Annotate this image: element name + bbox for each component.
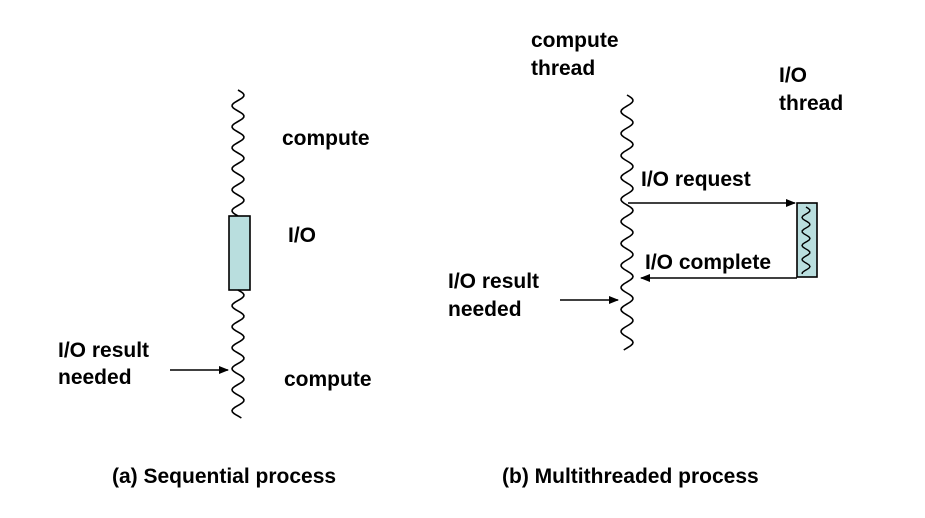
sequential-io-result-label-line2: needed [58, 366, 132, 389]
io-thread-label-line1: I/O [779, 64, 808, 87]
io-complete-label: I/O complete [645, 251, 772, 274]
sequential-io-box [228, 215, 251, 291]
sequential-compute-thread-bottom [231, 289, 245, 419]
sequential-compute-label-top: compute [282, 127, 370, 150]
io-request-label: I/O request [641, 168, 751, 191]
io-thread-label-line2: thread [779, 92, 844, 115]
sequential-io-result-label-line1: I/O result [58, 339, 150, 362]
compute-thread-label-line1: compute [531, 29, 619, 52]
sequential-compute-thread-top [231, 89, 245, 217]
compute-thread-label-line2: thread [531, 57, 596, 80]
multithreaded-io-result-label-line2: needed [448, 298, 522, 321]
multithreaded-caption: (b) Multithreaded process [502, 465, 759, 488]
sequential-io-label: I/O [288, 224, 317, 247]
sequential-compute-label-bottom: compute [284, 368, 372, 391]
io-thread-wavy [801, 206, 811, 275]
sequential-caption: (a) Sequential process [112, 465, 337, 488]
compute-thread-wavy [620, 94, 634, 351]
multithreaded-io-result-label-line1: I/O result [448, 270, 540, 293]
